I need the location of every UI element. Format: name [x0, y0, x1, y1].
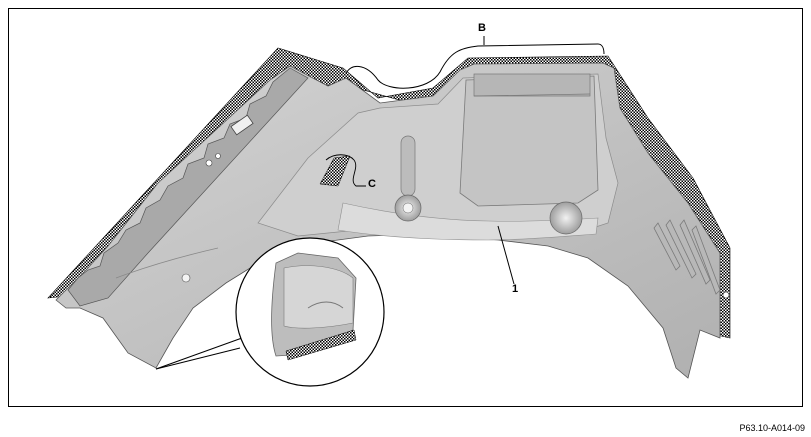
- vertical-slot: [400, 135, 416, 197]
- arch-bead: [337, 202, 599, 241]
- detail-lens-content: [271, 252, 357, 361]
- left-flange: [67, 67, 309, 307]
- hatch-patch-c: [319, 155, 351, 187]
- figure-id: P63.10-A014-09: [739, 423, 805, 433]
- lens-pointer-upper: [155, 337, 243, 370]
- callout-c-label: C: [368, 178, 376, 190]
- leader-1: [497, 225, 515, 285]
- bracket-c: [325, 154, 366, 187]
- callout-b-label: B: [478, 22, 486, 34]
- detail-lens-ring: [235, 237, 385, 387]
- flange-slot: [230, 114, 254, 136]
- boss-right: [549, 201, 583, 235]
- flange-hole-2: [215, 153, 221, 159]
- right-hole: [722, 291, 730, 299]
- lens-pointer-lower: [155, 347, 241, 370]
- right-ribs: [653, 219, 721, 295]
- stamped-pocket: [459, 75, 599, 207]
- illustration: [47, 36, 731, 387]
- lower-left-crease: [115, 247, 219, 279]
- flange-hole-1: [205, 159, 213, 167]
- lower-left-hole: [181, 273, 191, 283]
- boss-left-hole: [402, 202, 414, 214]
- callout-1-label: 1: [512, 283, 519, 295]
- pocket-rib: [473, 73, 591, 97]
- bracket-b: [345, 43, 605, 89]
